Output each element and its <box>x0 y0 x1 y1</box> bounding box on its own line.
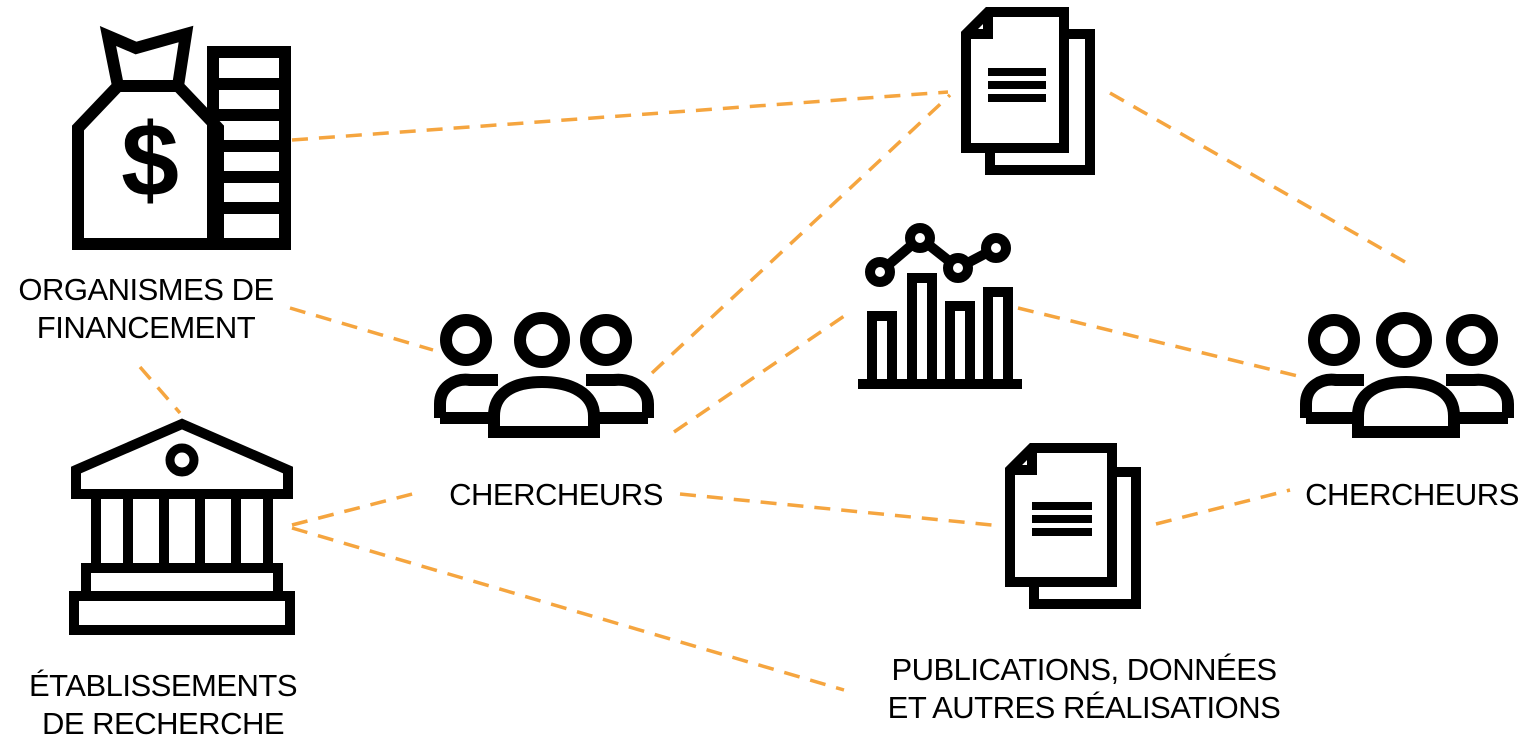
label-line: FINANCEMENT <box>36 310 256 345</box>
label-line: PUBLICATIONS, DONNÉES <box>891 652 1277 687</box>
link-funding-institutions <box>138 365 182 415</box>
link-institutions-researchers <box>291 491 417 527</box>
link-funding-document <box>291 90 949 142</box>
publications-outputs-label: PUBLICATIONS, DONNÉES ET AUTRES RÉALISAT… <box>858 651 1310 727</box>
link-researchers-chart <box>673 310 851 434</box>
link-chart-researchers <box>1017 306 1303 379</box>
researchers-label: CHERCHEURS <box>1305 477 1519 512</box>
svg-text:$: $ <box>121 103 179 219</box>
funding-organizations-label: ORGANISMES DE FINANCEMENT <box>0 271 292 347</box>
label-line: DE RECHERCHE <box>41 706 285 739</box>
link-researchers-document <box>650 93 952 375</box>
label-line: ET AUTRES RÉALISATIONS <box>887 690 1281 725</box>
research-institutions-label: ÉTABLISSEMENTS DE RECHERCHE <box>8 667 318 739</box>
link-document-researchers <box>1109 91 1413 268</box>
label-line: ORGANISMES DE <box>18 272 274 307</box>
label-line: ÉTABLISSEMENTS <box>28 668 298 703</box>
link-institutions-publications <box>291 526 845 692</box>
link-publications-researchers <box>1155 488 1291 526</box>
researchers-label: CHERCHEURS <box>449 477 663 512</box>
